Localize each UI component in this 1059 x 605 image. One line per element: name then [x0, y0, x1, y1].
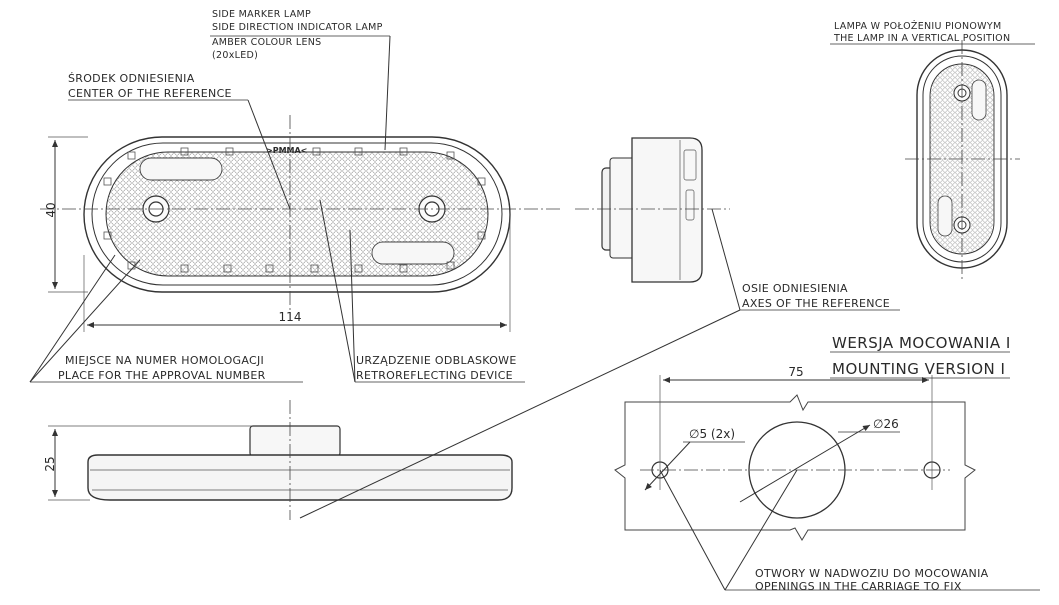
brand-mark: >PMMA< [266, 146, 307, 155]
homolog-label-pl: MIEJSCE NA NUMER HOMOLOGACJI [65, 354, 264, 367]
mount-label-pl: WERSJA MOCOWANIA I [832, 334, 1011, 352]
axes-label-en: AXES OF THE REFERENCE [742, 297, 890, 310]
mount-label-en: MOUNTING VERSION I [832, 360, 1005, 378]
center-label-pl: ŚRODEK ODNIESIENIA [68, 72, 195, 85]
homolog-label-en: PLACE FOR THE APPROVAL NUMBER [58, 369, 266, 382]
center-label-en: CENTER OF THE REFERENCE [68, 87, 232, 100]
axes-label-pl: OSIE ODNIESIENIA [742, 282, 848, 295]
hole-diameter-value: ∅5 (2x) [689, 427, 735, 441]
vertical-label-en: THE LAMP IN A VERTICAL POSITION [833, 33, 1010, 44]
dimension-depth-25: 25 [43, 425, 252, 501]
height-value: 40 [44, 202, 58, 217]
retro-label-pl: URZĄDZENIE ODBLASKOWE [356, 354, 517, 367]
center-diameter-value: ∅26 [873, 417, 899, 431]
side-view [575, 137, 730, 283]
vertical-label-pl: LAMPA W POŁOŻENIU PIONOWYM [834, 21, 1001, 32]
dimension-height-40: 40 [44, 136, 88, 293]
depth-value: 25 [43, 456, 57, 471]
openings-label-en: OPENINGS IN THE CARRIAGE TO FIX [755, 580, 962, 593]
lamp-label-1: SIDE MARKER LAMP [212, 9, 311, 20]
front-view: >PMMA< [40, 115, 560, 315]
retro-label-en: RETROREFLECTING DEVICE [356, 369, 513, 382]
vertical-view [905, 40, 1020, 280]
lamp-label-2: SIDE DIRECTION INDICATOR LAMP [212, 22, 383, 33]
openings-label-pl: OTWORY W NADWOZIU DO MOCOWANIA [755, 567, 989, 580]
bottom-profile-view [87, 400, 513, 520]
dimension-width-114: 114 [83, 210, 511, 332]
width-value: 114 [279, 310, 302, 324]
mounting-plate [614, 375, 976, 541]
hole-spacing-value: 75 [788, 365, 803, 379]
lamp-label-4: (20xLED) [212, 50, 258, 61]
leader-lines [29, 35, 1040, 591]
lamp-label-3: AMBER COLOUR LENS [212, 37, 321, 48]
